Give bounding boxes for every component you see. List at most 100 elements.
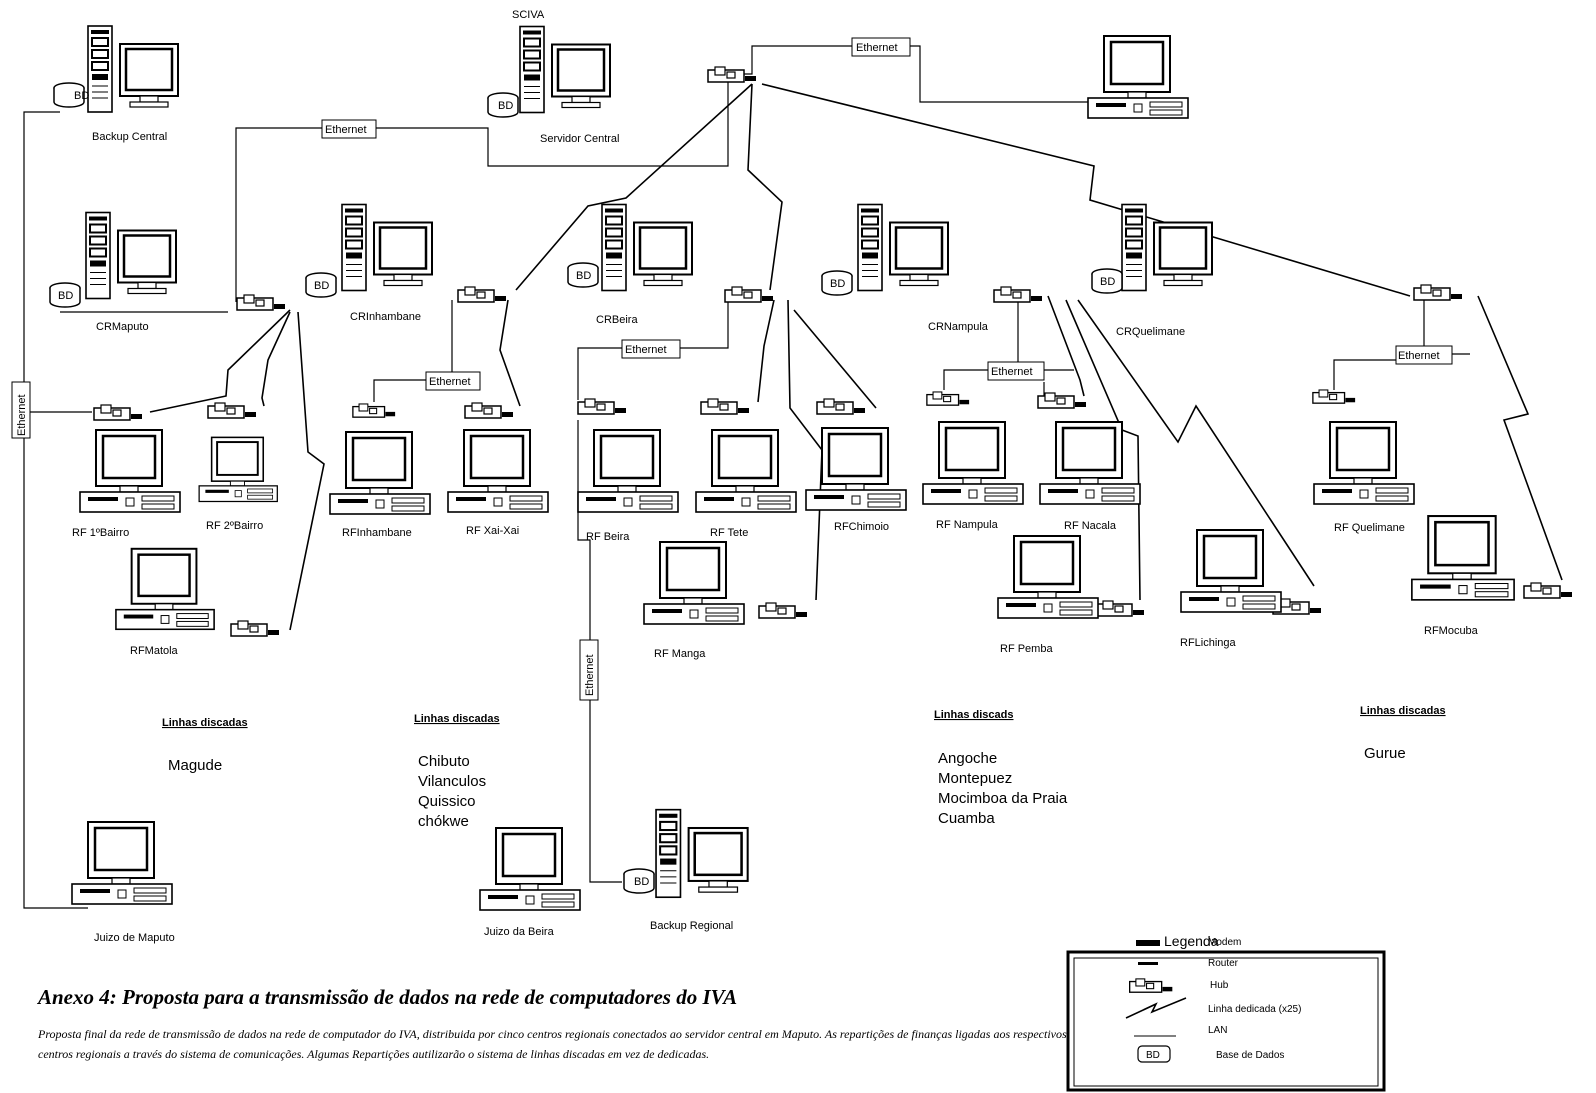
workstation-icon (1038, 420, 1142, 506)
ethernet-box: Ethernet (321, 119, 377, 139)
crquelimane-server (1120, 203, 1214, 292)
label-crbeira: CRBeira (596, 314, 638, 326)
svg-text:Ethernet: Ethernet (584, 654, 596, 696)
hub-icon (1037, 392, 1087, 409)
dialup-group-2: Linhas discadas Chibuto Vilanculos Quiss… (414, 713, 500, 830)
workstation-icon (1312, 420, 1416, 506)
backup-central-server (86, 24, 180, 114)
hub-icon (992, 286, 1044, 304)
label-rflichinga: RFLichinga (1180, 637, 1237, 649)
dedicated-lines (149, 83, 1563, 631)
label-rfxaixai: RF Xai-Xai (466, 525, 519, 537)
svg-text:Ethernet: Ethernet (856, 42, 898, 54)
workstation-icon (694, 428, 798, 514)
legend-label-modem: Modem (1208, 937, 1241, 948)
label-rfpemba: RF Pemba (1000, 643, 1053, 655)
database-icon (1137, 1045, 1171, 1063)
hub-icon (236, 294, 286, 311)
caption-text: Proposta final da rede de transmissão de… (38, 1027, 1067, 1061)
label-sciva: SCIVA (512, 9, 545, 21)
label-rfmocuba: RFMocuba (1424, 625, 1479, 637)
svg-text:Linhas discadas: Linhas discadas (162, 717, 248, 729)
hub-icon (1312, 389, 1356, 404)
label-crmaputo: CRMaputo (96, 321, 149, 333)
dialup-group-3: Linhas discads Angoche Montepuez Mocimbo… (934, 709, 1068, 827)
label-juizo-beira: Juizo da Beira (484, 926, 555, 938)
hub-icon (352, 403, 396, 418)
bd-label: BD (1100, 276, 1115, 288)
svg-text:Linhas discads: Linhas discads (934, 709, 1013, 721)
label-rf1bairro: RF 1ºBairro (72, 527, 129, 539)
label-crquelimane: CRQuelimane (1116, 326, 1185, 338)
svg-text:Montepuez: Montepuez (938, 770, 1012, 787)
bd-label: BD (634, 876, 649, 888)
hub-icon (93, 404, 143, 421)
hub-icon (207, 402, 257, 419)
svg-text:Magude: Magude (168, 757, 222, 774)
workstation-icon (197, 436, 279, 503)
svg-text:Ethernet: Ethernet (1398, 350, 1440, 362)
label-rfbeira: RF Beira (586, 531, 630, 543)
label-rfinhambane: RFInhambane (342, 527, 412, 539)
hub-icon (577, 398, 627, 415)
svg-text:Linhas discadas: Linhas discadas (414, 713, 500, 725)
hub-icon (816, 398, 866, 415)
legend-label-lan: LAN (1208, 1025, 1227, 1036)
ethernet-box: Ethernet (579, 639, 599, 701)
crmaputo-server (84, 211, 178, 300)
svg-text:Ethernet: Ethernet (429, 376, 471, 388)
hub-icon (1094, 600, 1146, 618)
hub-icon (1412, 284, 1464, 302)
svg-text:Quissico: Quissico (418, 793, 476, 810)
legend-title: Legenda (1164, 933, 1219, 949)
hub-icon (757, 602, 809, 620)
label-backup-regional: Backup Regional (650, 920, 733, 932)
ethernet-box: Ethernet (621, 339, 681, 359)
legend-label-router: Router (1208, 958, 1239, 969)
workstation-icon (78, 428, 182, 514)
workstation-icon (1086, 34, 1190, 120)
hub-icon (229, 620, 281, 638)
label-servidor-central: Servidor Central (540, 133, 619, 145)
label-rfnacala: RF Nacala (1064, 520, 1117, 532)
bd-label: BD (830, 278, 845, 290)
dedicated-line-icon (1125, 997, 1187, 1019)
ethernet-box: Ethernet (1395, 345, 1453, 365)
backup-regional-server (654, 808, 749, 899)
svg-text:Cuamba: Cuamba (938, 810, 995, 827)
label-rfquelimane: RF Quelimane (1334, 522, 1405, 534)
legend: Legenda Modem Router Hub Linha dedicada … (1066, 933, 1386, 1092)
bd-label: BD (576, 270, 591, 282)
ethernet-box: Ethernet (851, 37, 911, 57)
svg-text:Chibuto: Chibuto (418, 753, 470, 770)
bd-label: BD (498, 100, 513, 112)
svg-text:Ethernet: Ethernet (16, 394, 28, 436)
workstation-icon (804, 426, 908, 512)
dialup-group-4: Linhas discadas Gurue (1360, 705, 1446, 762)
svg-text:Gurue: Gurue (1364, 745, 1406, 762)
label-rfmanga: RF Manga (654, 648, 706, 660)
svg-text:Ethernet: Ethernet (625, 344, 667, 356)
crbeira-server (600, 203, 694, 292)
workstation-icon (921, 420, 1025, 506)
svg-text:Ethernet: Ethernet (325, 124, 367, 136)
modem-icon (1136, 940, 1160, 946)
label-juizo-maputo: Juizo de Maputo (94, 932, 175, 944)
hub-icon (1522, 582, 1574, 600)
bd-label: BD (314, 280, 329, 292)
svg-text:Ethernet: Ethernet (991, 366, 1033, 378)
crnampula-server (856, 203, 950, 292)
svg-text:Vilanculos: Vilanculos (418, 773, 486, 790)
hub-icon (464, 402, 514, 419)
hub-icon (724, 286, 774, 303)
label-rfchimoio: RFChimoio (834, 521, 889, 533)
label-crnampula: CRNampula (928, 321, 989, 333)
legend-label-database: Base de Dados (1216, 1050, 1284, 1061)
ethernet-box: Ethernet (987, 361, 1045, 381)
bd-label: BD (58, 290, 73, 302)
crinhambane-server (340, 203, 434, 292)
label-crinhambane: CRInhambane (350, 311, 421, 323)
svg-text:Linhas discadas: Linhas discadas (1360, 705, 1446, 717)
hub-icon (457, 286, 507, 303)
